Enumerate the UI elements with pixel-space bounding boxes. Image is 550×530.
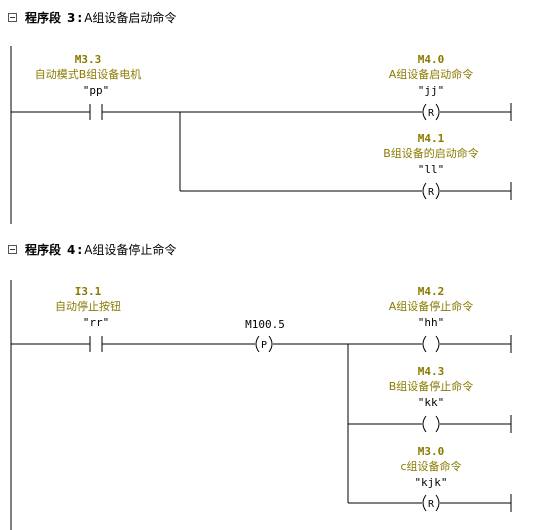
network-label: 程序段 [25,243,62,257]
coil-symbol: "kjk" [414,476,447,489]
coil-comment: c组设备命令 [400,459,461,473]
network-4-rungs: P R I3.1 自动停止按钮 "rr" M100. [10,280,512,530]
coil-address: M3.0 [418,445,445,458]
coil-m4-3[interactable] [422,415,440,433]
collapse-toggle-icon[interactable] [8,13,17,22]
coil-address: M4.1 [418,132,445,145]
contact-address: I3.1 [75,285,102,298]
coil-reset-m4-1[interactable]: R [422,182,440,200]
coil-reset-m3-0[interactable]: R [422,494,440,512]
coil-symbol: "ll" [418,163,445,176]
contact-symbol: "rr" [83,316,110,329]
coil-symbol: "hh" [418,316,445,329]
contact-i3-1[interactable] [89,336,103,352]
contact-address: M3.3 [75,53,102,66]
network-colon: : [77,10,83,25]
contact-comment: 自动模式B组设备电机 [35,67,142,81]
coil-symbol: "jj" [418,84,445,97]
collapse-toggle-icon[interactable] [8,245,17,254]
coil-comment: B组设备的启动命令 [383,146,479,160]
edge-address: M100.5 [245,318,285,331]
network-3-rungs: R R M3.3 自动模式B组设备电机 "pp" M4.0 A组设备启动命令 "… [10,46,512,224]
network-title: A组设备停止命令 [84,243,177,257]
coil-comment: A组设备启动命令 [389,67,474,81]
network-3-header: 程序段 3 : A组设备启动命令 [8,9,176,26]
coil-symbol: "kk" [418,396,445,409]
network-number: 4 [67,242,76,257]
coil-type-label: R [428,187,435,198]
network-number: 3 [67,10,76,25]
edge-type-label: P [261,340,267,351]
network-title: A组设备启动命令 [84,11,177,25]
edge-positive-m100-5[interactable]: P [255,335,273,353]
coil-address: M4.3 [418,365,445,378]
network-label: 程序段 [25,11,62,25]
contact-symbol: "pp" [83,84,110,97]
coil-type-label: R [428,108,435,119]
contact-comment: 自动停止按钮 [55,299,121,313]
coil-address: M4.2 [418,285,445,298]
coil-comment: A组设备停止命令 [389,299,474,313]
coil-address: M4.0 [418,53,445,66]
coil-m4-2[interactable] [422,335,440,353]
coil-reset-m4-0[interactable]: R [422,103,440,121]
contact-m3-3[interactable] [89,104,103,120]
network-4-header: 程序段 4 : A组设备停止命令 [8,241,176,258]
coil-comment: B组设备停止命令 [389,379,474,393]
network-colon: : [77,242,83,257]
coil-type-label: R [428,499,435,510]
